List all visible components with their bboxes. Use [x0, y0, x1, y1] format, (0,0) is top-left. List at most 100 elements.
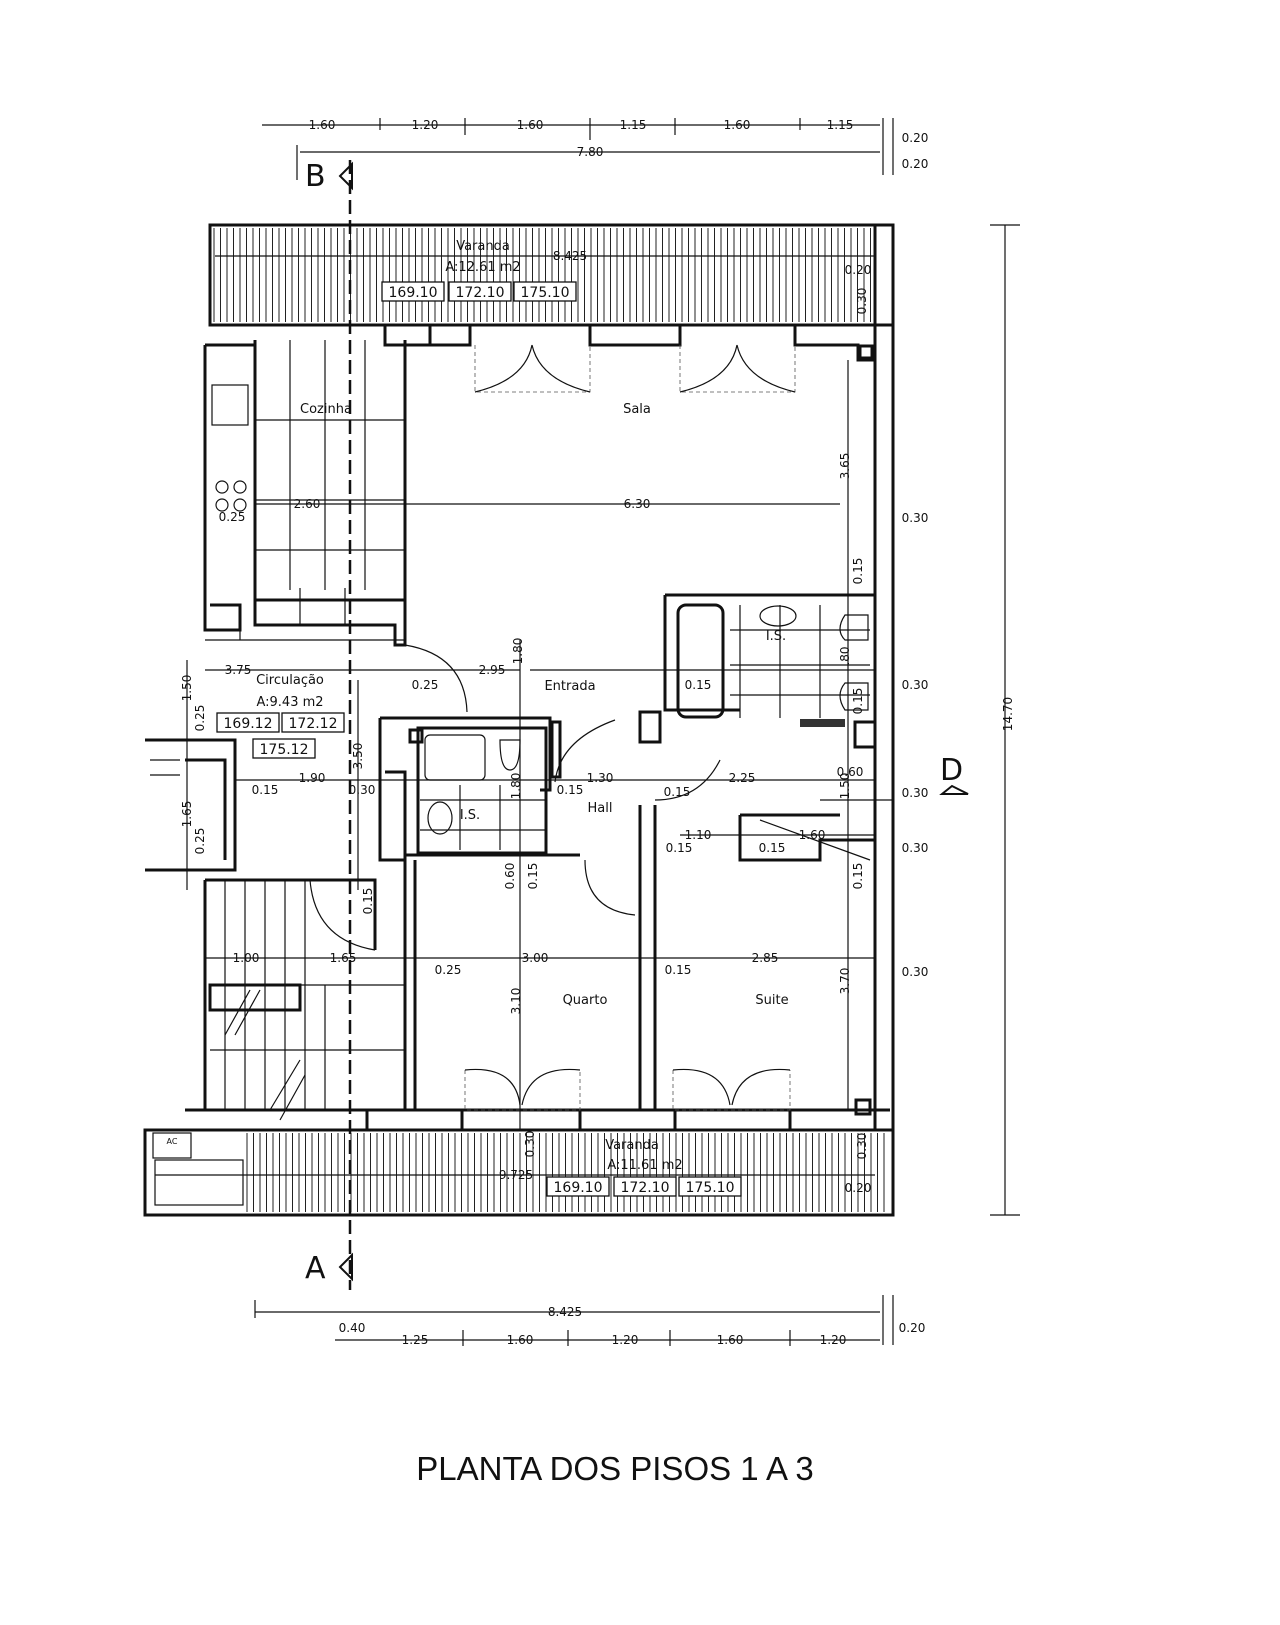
dimension-value: 0.25 — [193, 828, 207, 855]
dimension-value: 0.30 — [523, 1131, 537, 1158]
room-name-varanda-top: Varanda — [456, 239, 510, 254]
dimension-texts: 1.60 1.20 1.60 1.15 1.60 1.15 0.20 7.80 0.20 8.42… — [180, 118, 1015, 1347]
dimension-value: 1.60 — [507, 1333, 534, 1347]
dimension-value: 2.85 — [752, 951, 779, 965]
dimension-value: .80 — [838, 646, 852, 665]
level-box — [381, 281, 445, 302]
dimension-value: 0.30 — [902, 965, 929, 979]
dimension-value: 0.15 — [666, 841, 693, 855]
section-markers: B A D — [305, 159, 969, 1286]
room-area-varanda-top: A:12.61 m2 — [445, 260, 520, 275]
room-name-is-upper: I.S. — [766, 629, 786, 644]
dimension-value: 0.15 — [526, 863, 540, 890]
room-area-varanda-bottom: A:11.61 m2 — [607, 1158, 682, 1173]
dimension-value: 3.00 — [522, 951, 549, 965]
dimension-value: 0.15 — [685, 678, 712, 692]
dimension-value: 1.20 — [612, 1333, 639, 1347]
dimension-value: 2.25 — [729, 771, 756, 785]
dimension-value: 0.15 — [851, 863, 865, 890]
dimension-value: 9.725 — [499, 1168, 533, 1182]
dimension-value: 3.70 — [838, 968, 852, 995]
dimension-value: 0.30 — [855, 288, 869, 315]
room-name-suite: Suite — [755, 993, 788, 1008]
dimension-value: 0.25 — [412, 678, 439, 692]
dimension-value: 0.30 — [902, 841, 929, 855]
dimension-value: 1.20 — [412, 118, 439, 132]
dimension-value: 1.25 — [402, 1333, 429, 1347]
dimension-value: 0.15 — [557, 783, 584, 797]
dimension-value: 1.15 — [620, 118, 647, 132]
room-name-entrada: Entrada — [544, 679, 595, 694]
dimension-value: 0.30 — [855, 1133, 869, 1160]
dimension-value: 0.20 — [899, 1321, 926, 1335]
dimension-value: 0.15 — [851, 688, 865, 715]
dimension-value: 14.70 — [1001, 697, 1015, 731]
level-value: 175.10 — [686, 1180, 735, 1196]
dimension-lines — [155, 118, 1020, 1346]
dimension-value: 0.25 — [219, 510, 246, 524]
dimension-value: 0.15 — [664, 785, 691, 799]
drawing-title: PLANTA DOS PISOS 1 A 3 — [416, 1450, 813, 1487]
dimension-value: 1.60 — [724, 118, 751, 132]
dimension-value: 0.15 — [665, 963, 692, 977]
room-name-varanda-bottom: Varanda — [605, 1138, 659, 1153]
level-value: 172.10 — [621, 1180, 670, 1196]
dimension-value: 0.15 — [361, 888, 375, 915]
level-box — [613, 1176, 677, 1197]
room-name-sala: Sala — [623, 402, 651, 417]
dimension-value: 1.50 — [838, 773, 852, 800]
dimension-value: 3.10 — [509, 988, 523, 1015]
walls — [143, 223, 895, 1217]
dimension-value: 2.60 — [294, 497, 321, 511]
dimension-value: 0.25 — [435, 963, 462, 977]
level-box — [252, 738, 316, 759]
dimension-value: 1.20 — [820, 1333, 847, 1347]
dimension-value: 1.80 — [511, 638, 525, 665]
section-label-d: D — [940, 753, 963, 788]
dimension-value: 2.95 — [479, 663, 506, 677]
level-value: 175.10 — [521, 285, 570, 301]
level-box — [678, 1176, 742, 1197]
dimension-value: 1.60 — [309, 118, 336, 132]
dimension-value: 0.25 — [193, 705, 207, 732]
dimension-value: 0.15 — [252, 783, 279, 797]
dimension-value: 0.20 — [845, 263, 872, 277]
dimension-value: 0.30 — [902, 511, 929, 525]
level-value: 169.10 — [554, 1180, 603, 1196]
balcony-hatching — [213, 228, 885, 1212]
dimension-value: 1.90 — [299, 771, 326, 785]
dimension-value: 0.20 — [902, 131, 929, 145]
level-box — [513, 281, 577, 302]
dimension-value: 3.65 — [838, 453, 852, 480]
room-name-cozinha: Cozinha — [300, 402, 352, 417]
level-box — [448, 281, 512, 302]
dimension-value: 0.20 — [902, 157, 929, 171]
room-labels: Varanda A:12.61 m2 Cozinha Sala Circulaç… — [167, 239, 789, 1173]
dimension-value: 1.10 — [685, 828, 712, 842]
dimension-value: 0.30 — [902, 786, 929, 800]
dimension-value: 1.15 — [827, 118, 854, 132]
level-value: 172.10 — [456, 285, 505, 301]
dimension-value: 1.00 — [233, 951, 260, 965]
level-value: 175.12 — [260, 742, 309, 758]
level-box — [546, 1176, 610, 1197]
dimension-value: 1.30 — [587, 771, 614, 785]
dimension-value: 1.60 — [717, 1333, 744, 1347]
level-value: 169.10 — [389, 285, 438, 301]
dimension-value: 0.60 — [837, 765, 864, 779]
dimension-value: 8.425 — [553, 249, 587, 263]
dimension-value: 7.80 — [577, 145, 604, 159]
dimension-value: 0.20 — [845, 1181, 872, 1195]
dimension-value: 0.15 — [851, 558, 865, 585]
dimension-value: 0.15 — [759, 841, 786, 855]
dimension-value: 0.30 — [349, 783, 376, 797]
ac-unit-label: AC — [167, 1137, 178, 1146]
dimension-value: 3.75 — [225, 663, 252, 677]
dimension-value: 1.60 — [799, 828, 826, 842]
dimension-value: 6.30 — [624, 497, 651, 511]
room-name-quarto: Quarto — [563, 993, 608, 1008]
level-value: 169.12 — [224, 716, 273, 732]
level-box — [216, 712, 280, 733]
